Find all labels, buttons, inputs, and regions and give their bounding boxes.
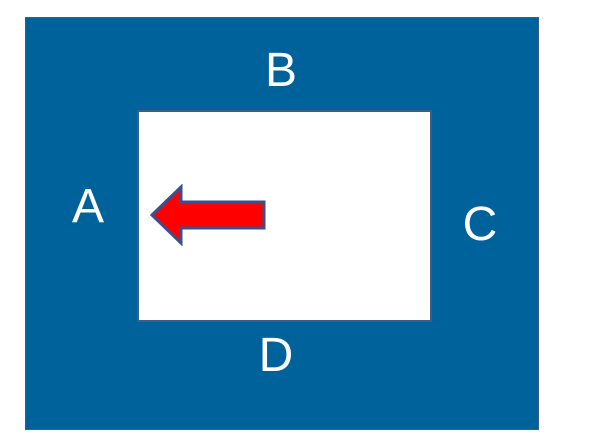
label-b: B xyxy=(264,44,297,97)
left-arrow-icon xyxy=(149,184,266,246)
arrow-shape xyxy=(149,184,266,246)
label-c: C xyxy=(462,198,498,251)
label-d: D xyxy=(258,329,294,382)
label-a: A xyxy=(71,180,104,233)
